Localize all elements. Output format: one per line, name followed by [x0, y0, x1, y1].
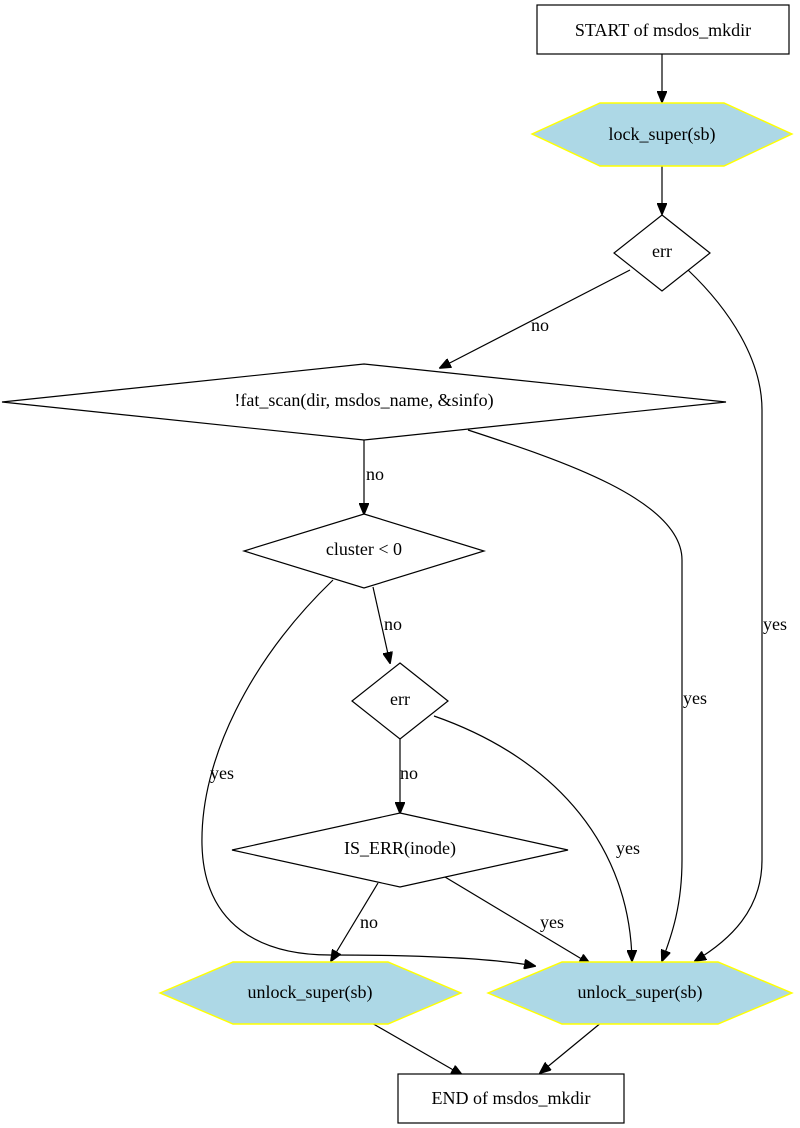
edge-label-fat-yes: yes	[683, 688, 707, 708]
start-label: START of msdos_mkdir	[575, 20, 751, 40]
edge-label-err2-no: no	[400, 763, 418, 783]
unlock-super-left-hexagon	[158, 961, 463, 1025]
edge-label-iserr-yes: yes	[540, 912, 564, 932]
edge-label-err1-no: no	[531, 315, 549, 335]
edge-fat-yes	[467, 429, 683, 961]
lock-super-hexagon	[530, 102, 794, 167]
end-node: END of msdos_mkdir	[397, 1073, 625, 1124]
is-err-decision: IS_ERR(inode)	[231, 812, 569, 888]
is-err-label: IS_ERR(inode)	[344, 838, 456, 859]
unlock-super-right-hexagon	[486, 961, 794, 1025]
edge-label-err2-yes: yes	[616, 838, 640, 858]
start-node: START of msdos_mkdir	[536, 4, 790, 55]
edge-label-cluster-no: no	[384, 614, 402, 634]
lock-super-label: lock_super(sb)	[609, 124, 716, 145]
lock-super-node: lock_super(sb)	[530, 102, 794, 167]
edge-label-iserr-no: no	[360, 912, 378, 932]
edge-iserr-yes	[444, 876, 590, 964]
cluster-decision: cluster < 0	[241, 513, 487, 589]
fat-scan-decision: !fat_scan(dir, msdos_name, &sinfo)	[1, 363, 727, 441]
edge-label-cluster-yes: yes	[210, 763, 234, 783]
edge-err2-yes	[433, 715, 632, 961]
err-label-2: err	[390, 689, 410, 709]
edge-cluster-no	[372, 586, 390, 663]
edge-unlock-right-to-end	[540, 1021, 603, 1073]
err-decision-1: err	[613, 214, 711, 292]
edge-err1-yes	[687, 269, 763, 961]
edge-label-fat-no: no	[366, 464, 384, 484]
edge-iserr-no	[331, 882, 379, 961]
edge-label-err1-yes: yes	[763, 614, 787, 634]
err-decision-2: err	[351, 662, 449, 740]
unlock-super-left-label: unlock_super(sb)	[248, 982, 373, 1003]
edge-cluster-yes	[201, 579, 535, 966]
unlock-super-right-label: unlock_super(sb)	[578, 982, 703, 1003]
unlock-super-right-node: unlock_super(sb)	[486, 961, 794, 1025]
fat-scan-label: !fat_scan(dir, msdos_name, &sinfo)	[234, 390, 493, 411]
err-label-1: err	[652, 241, 672, 261]
end-label: END of msdos_mkdir	[432, 1088, 591, 1108]
edge-err1-no	[440, 269, 631, 368]
edge-unlock-left-to-end	[369, 1021, 462, 1075]
unlock-super-left-node: unlock_super(sb)	[158, 961, 463, 1025]
cluster-label: cluster < 0	[326, 539, 402, 559]
